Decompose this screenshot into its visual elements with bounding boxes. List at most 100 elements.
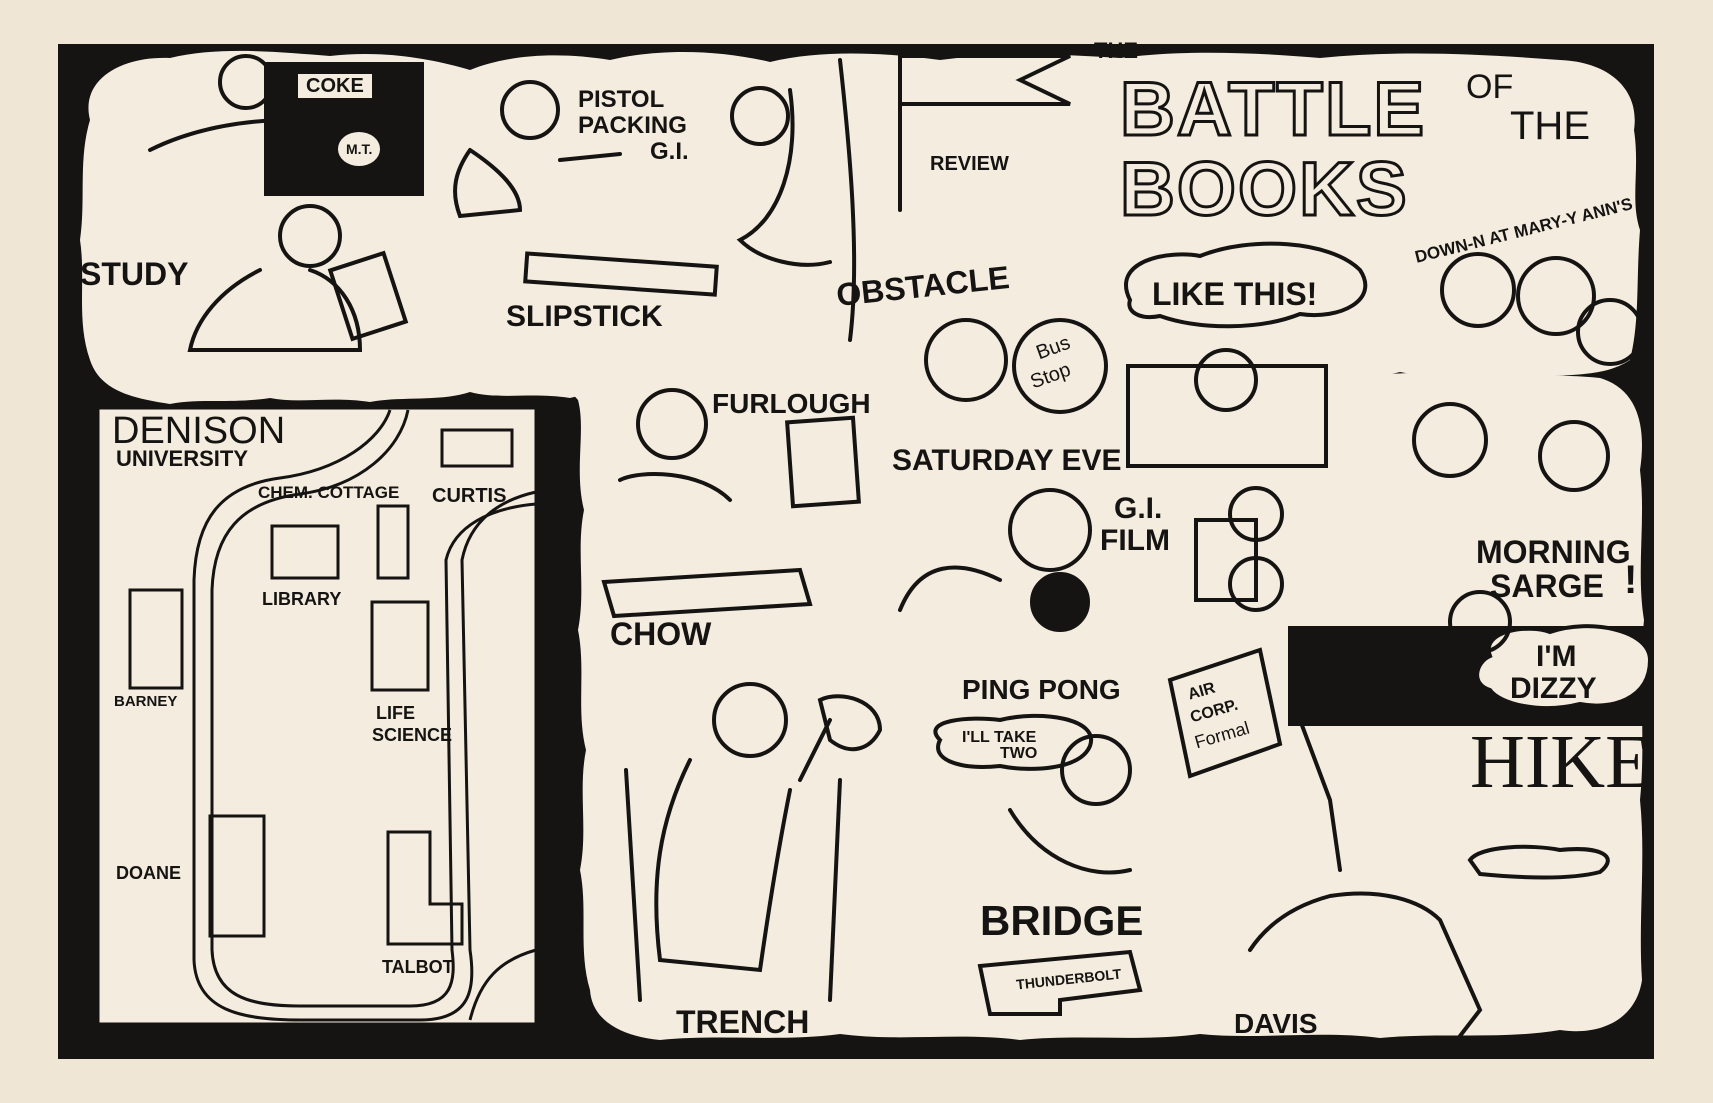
obstacle-body — [736, 88, 832, 267]
map-building-talbot — [386, 830, 464, 946]
pingpong-paddle — [1030, 572, 1090, 632]
hike-dizzy-cloud — [1475, 624, 1653, 711]
like-this-cloud — [1124, 241, 1368, 329]
coke-label: COKE — [298, 74, 372, 98]
trench-wall-right — [828, 778, 842, 1002]
like-this-frame — [1126, 364, 1328, 468]
map-road-branch — [468, 948, 537, 1021]
like-this-caption: LIKE THIS! — [1152, 276, 1318, 312]
study-caption: STUDY — [80, 256, 189, 292]
header-the-1: THE — [1094, 38, 1138, 63]
trench-head — [712, 682, 788, 758]
map-building-life — [370, 600, 430, 692]
hike-body — [1297, 648, 1442, 872]
saturday-head — [924, 318, 1008, 402]
map-building-chem — [376, 504, 410, 580]
trench-caption: TRENCH — [676, 1004, 810, 1040]
furlough-caption: FURLOUGH — [712, 388, 871, 419]
hike-rock — [1248, 891, 1483, 1038]
bus-stop-sign — [1012, 318, 1108, 414]
slipstick-caption: SLIPSTICK — [506, 300, 663, 333]
hike-cloud — [1467, 844, 1610, 880]
review-flag — [898, 44, 1071, 212]
obstacle-rope — [838, 58, 857, 342]
map-label-chem: CHEM. COTTAGE — [258, 483, 400, 502]
mary-head-3 — [1576, 298, 1644, 366]
air-corp-book — [1167, 647, 1283, 779]
study-book — [327, 250, 409, 342]
pistol-body — [453, 148, 523, 219]
map-road-loop-inner — [210, 409, 537, 1008]
title-battle: BATTLE — [1118, 67, 1427, 152]
pistol-caption-1: PISTOL — [578, 86, 665, 113]
saturday-caption: SATURDAY EVE — [892, 444, 1122, 477]
map-title-2: UNIVERSITY — [116, 446, 249, 471]
trench-shovel — [798, 694, 883, 782]
map-building-barney — [128, 588, 184, 690]
projector-body — [1194, 518, 1258, 602]
map-label-life-1: LIFE — [376, 703, 415, 723]
map-label-life-2: SCIENCE — [372, 725, 453, 745]
gi-caption-2: FILM — [1100, 524, 1170, 557]
mary-head-2 — [1516, 256, 1596, 336]
pingpong-caption: PING PONG — [962, 674, 1121, 705]
morning-caption-1: MORNING — [1476, 534, 1631, 570]
take-two-caption-2: TWO — [1000, 745, 1038, 762]
dizzy-caption-2: DIZZY — [1510, 672, 1597, 705]
map-building-doane — [208, 814, 266, 938]
map-title-1: DENISON — [112, 410, 286, 452]
dizzy-caption-1: I'M — [1536, 640, 1577, 673]
furlough-head — [636, 388, 708, 460]
furlough-body — [618, 472, 732, 502]
chow-caption: CHOW — [610, 616, 712, 652]
mary-head-1 — [1440, 252, 1516, 328]
morning-head-1 — [1412, 402, 1488, 478]
pingpong-body — [898, 565, 1002, 612]
pointing-head — [218, 54, 274, 110]
morning-head-2 — [1538, 420, 1610, 492]
map-label-barney: BARNEY — [114, 693, 178, 710]
map-building-curtis — [440, 428, 514, 468]
map-label-library: LIBRARY — [262, 589, 342, 609]
mt-label: M.T. — [338, 132, 381, 166]
pointing-arm — [148, 118, 292, 152]
pistol-caption-2: PACKING — [578, 112, 687, 139]
pistol-caption-3: G.I. — [650, 138, 689, 165]
davis-signature: DAVIS — [1234, 1008, 1318, 1039]
obstacle-head — [730, 86, 790, 146]
take-two-cloud — [933, 713, 1094, 771]
review-caption: REVIEW — [930, 153, 1009, 175]
hike-caption: HIKE — [1470, 720, 1652, 804]
header-of: OF — [1466, 68, 1514, 106]
bridge-caption: BRIDGE — [980, 897, 1144, 944]
map-label-talbot: TALBOT — [382, 957, 454, 977]
study-head — [278, 204, 342, 268]
morning-caption-excl: ! — [1624, 558, 1638, 602]
map-building-library — [270, 524, 340, 580]
pistol-head — [500, 80, 560, 140]
trench-wall-left — [624, 768, 642, 1002]
map-label-curtis: CURTIS — [432, 485, 507, 507]
pistol-gun — [558, 152, 622, 162]
trench-body — [654, 758, 792, 973]
bridge-body — [1008, 808, 1132, 875]
map-road-loop-outer — [192, 409, 537, 1022]
like-this-head — [1194, 348, 1258, 412]
take-two-caption-1: I'LL TAKE — [962, 729, 1037, 746]
header-the-2: THE — [1510, 104, 1590, 148]
gi-caption-1: G.I. — [1114, 492, 1163, 525]
title-books: BOOKS — [1119, 147, 1409, 232]
furlough-paper — [785, 415, 861, 509]
pingpong-head — [1008, 488, 1092, 572]
morning-caption-2: SARGE — [1490, 568, 1604, 604]
bridge-head — [1060, 734, 1132, 806]
slipstick — [523, 251, 719, 297]
map-label-doane: DOANE — [116, 863, 182, 883]
cloud-right-panel — [560, 370, 1644, 1040]
hike-head — [1448, 590, 1512, 654]
chow-tray — [601, 567, 813, 619]
cloud-top-panel — [80, 50, 1640, 404]
thunderbolt-sign — [977, 949, 1143, 1016]
